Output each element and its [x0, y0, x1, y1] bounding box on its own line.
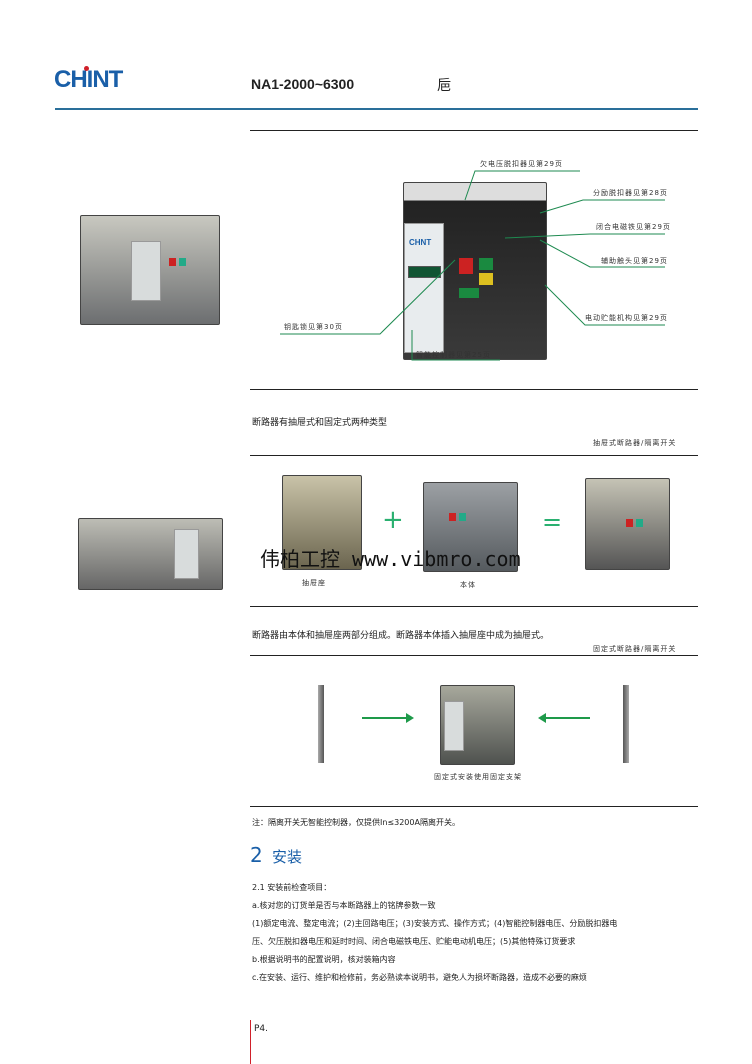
divider: [250, 130, 698, 131]
divider: [250, 389, 698, 390]
types-intro: 断路器有抽屉式和固定式两种类型: [252, 418, 388, 428]
section-number: 2: [250, 843, 263, 867]
fixed-title: 固定式断路器/隔离开关: [593, 645, 677, 653]
plus-sign: +: [382, 505, 404, 535]
caption-body: 本体: [460, 581, 476, 589]
divider: [250, 806, 698, 807]
section-line: 压、欠压脱扣器电压和延时时间、闭合电磁铁电压、贮能电动机电压；(5)其他特殊订货…: [252, 937, 576, 946]
fixed-caption: 固定式安装使用固定支架: [434, 773, 522, 781]
label-motor: 电动贮能机构见第29页: [585, 314, 668, 322]
composition-text: 断路器由本体和抽屉座两部分组成。断路器本体插入抽屉座中成为抽屉式。: [252, 631, 550, 641]
divider: [250, 655, 698, 656]
section-line: a.核对您的订货单是否与本断路器上的铭牌参数一致: [252, 901, 436, 910]
label-keylock: 钥匙锁见第30页: [284, 323, 343, 331]
arrow-right-head-icon: [406, 713, 414, 723]
device-logo: CHNT: [409, 238, 432, 247]
breaker-photo-front: [80, 215, 220, 325]
arrow-right-icon: [362, 717, 410, 719]
label-closing: 闭合电磁铁见第29页: [596, 223, 671, 231]
model-title: NA1-2000~6300: [251, 76, 355, 92]
arrow-left-icon: [545, 717, 590, 719]
label-undervoltage: 欠电压脱扣器见第29页: [480, 160, 563, 168]
label-controller: 智能控制器见第25页: [416, 351, 491, 359]
section-line: (1)额定电流、整定电流；(2)主回路电压；(3)安装方式、操作方式；(4)智能…: [252, 919, 618, 928]
logo-dot: [84, 66, 89, 71]
right-bracket: [623, 685, 629, 763]
arrow-left-head-icon: [538, 713, 546, 723]
leader-lines: [280, 170, 665, 361]
intelligent-controller: CHNT: [404, 223, 444, 353]
section-line: 2.1 安装前检查项目：: [252, 883, 332, 892]
section-title: 安装: [272, 848, 303, 866]
cradle-photo: [282, 475, 362, 570]
caption-cradle: 抽屉座: [302, 579, 326, 587]
footer-rule: [250, 1020, 251, 1064]
fixed-breaker-photo: [440, 685, 515, 765]
model-suffix: 巵: [437, 78, 451, 94]
watermark: 伟柏工控 www.vibmro.com: [260, 547, 521, 571]
equals-sign: =: [542, 508, 563, 536]
divider: [250, 455, 698, 456]
divider: [250, 606, 698, 607]
note-text: 注：隔离开关无智能控制器，仅提供In≤3200A隔离开关。: [252, 818, 460, 827]
breaker-photo-fixed: [78, 518, 223, 590]
section-line: c.在安装、运行、维护和检修前，务必熟读本说明书，避免人为损坏断路器，造成不必要…: [252, 973, 587, 982]
assembled-photo: [585, 478, 670, 570]
body-photo: [423, 482, 518, 572]
drawout-title: 抽屉式断路器/隔离开关: [593, 439, 677, 447]
page-number: P4.: [254, 1024, 269, 1034]
breaker-internal-photo: CHNT: [403, 182, 547, 360]
label-shunt: 分励脱扣器见第28页: [593, 189, 668, 197]
header-rule: [55, 108, 698, 110]
chint-logo: CHINT: [54, 66, 123, 93]
section-line: b.根据说明书的配置说明，核对装箱内容: [252, 955, 396, 964]
label-auxiliary: 辅助触头见第29页: [601, 257, 668, 265]
left-bracket: [318, 685, 324, 763]
